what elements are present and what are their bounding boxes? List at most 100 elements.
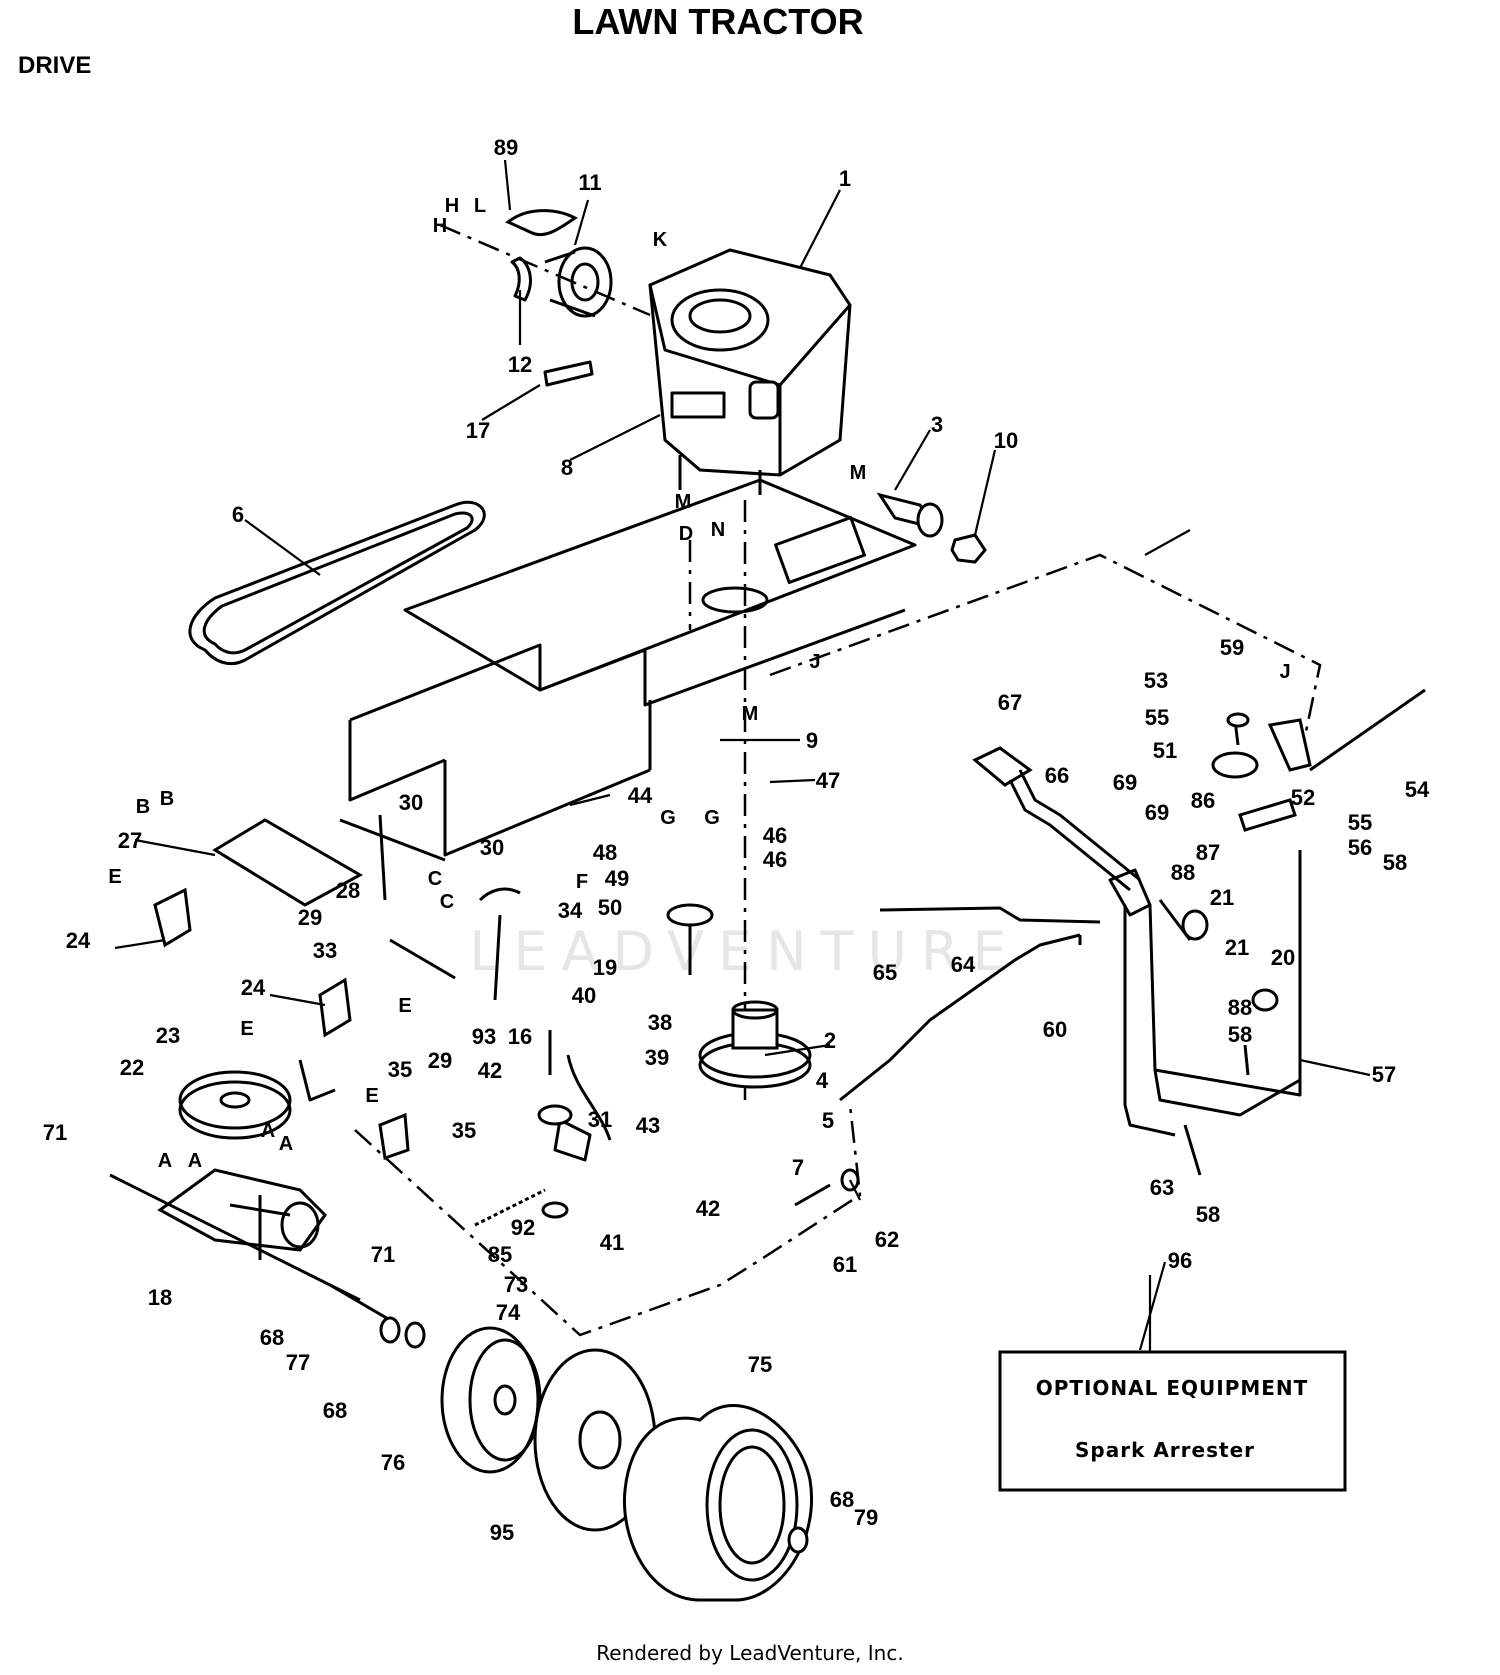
leader-lines — [114, 159, 1371, 1351]
pulley-part — [178, 1070, 292, 1140]
callout-label: 8 — [561, 455, 573, 480]
callout-label: 49 — [605, 866, 629, 891]
callout-label: 58 — [1228, 1022, 1252, 1047]
callout-label: 34 — [558, 898, 583, 923]
callout-label: 89 — [494, 135, 518, 160]
callout-label: M — [850, 462, 867, 484]
nut-part — [950, 533, 987, 564]
callout-label: 51 — [1153, 738, 1177, 763]
callout-label: 28 — [336, 878, 360, 903]
watermark-text: LEADVENTURE — [469, 920, 1020, 983]
callout-label: 73 — [504, 1272, 528, 1297]
callout-label: 6 — [232, 502, 244, 527]
callout-label: 40 — [572, 983, 596, 1008]
bolt-part — [1183, 1124, 1202, 1176]
callout-label: 27 — [118, 828, 142, 853]
callout-label: 50 — [598, 895, 622, 920]
callout-label: 47 — [816, 768, 840, 793]
pedal-part — [972, 746, 1141, 892]
callout-label: 52 — [1291, 785, 1315, 810]
callout-label: 53 — [1144, 668, 1168, 693]
callout-label: 86 — [1191, 788, 1215, 813]
callout-label: 35 — [388, 1057, 412, 1082]
callout-label: N — [711, 519, 725, 541]
callout-label: 4 — [816, 1068, 829, 1093]
callout-label: 63 — [1150, 1175, 1174, 1200]
callout-label: 93 — [472, 1024, 496, 1049]
callout-label: 24 — [241, 975, 266, 1000]
page-title: LAWN TRACTOR — [572, 1, 863, 42]
pulley-part — [666, 903, 714, 927]
callout-label: 59 — [1220, 635, 1244, 660]
callout-label: G — [660, 807, 676, 829]
callout-label: A — [261, 1120, 275, 1142]
link-part — [493, 914, 502, 1001]
callout-label: 75 — [748, 1352, 772, 1377]
callout-label: 96 — [1168, 1248, 1192, 1273]
callout-label: J — [1279, 661, 1290, 683]
callout-label: 10 — [994, 428, 1018, 453]
decal-part — [543, 360, 594, 387]
spring-part — [794, 1183, 831, 1207]
callout-label: 88 — [1171, 860, 1195, 885]
callout-label: A — [188, 1150, 202, 1172]
callout-label: M — [742, 703, 759, 725]
callout-label: 30 — [480, 835, 504, 860]
callout-label: 85 — [488, 1242, 512, 1267]
callout-label: 5 — [822, 1108, 834, 1133]
washer-part — [541, 1201, 569, 1219]
callout-label: 44 — [628, 783, 653, 808]
callout-label: 68 — [830, 1487, 854, 1512]
callout-label: 41 — [600, 1230, 624, 1255]
callout-label: F — [576, 871, 588, 893]
bracket-part — [378, 1112, 410, 1161]
callout-label: K — [653, 229, 668, 251]
bushing-part — [1211, 712, 1259, 779]
callout-label: 77 — [286, 1350, 310, 1375]
spacer-part — [876, 492, 944, 538]
callout-label: E — [398, 995, 411, 1017]
callout-label: 55 — [1145, 705, 1169, 730]
callout-label: A — [158, 1150, 172, 1172]
callout-label: 46 — [763, 847, 787, 872]
idler-arm-part — [553, 1118, 592, 1162]
callout-label: 58 — [1383, 850, 1407, 875]
optional-equipment-box: OPTIONAL EQUIPMENT Spark Arrester — [998, 1275, 1347, 1492]
callout-label: 3 — [931, 412, 943, 437]
callout-label: 57 — [1372, 1062, 1396, 1087]
callout-label: 19 — [593, 955, 617, 980]
callout-label: 55 — [1348, 810, 1372, 835]
spring-part — [474, 1188, 546, 1227]
callout-label: H — [445, 195, 459, 217]
callout-label: 48 — [593, 840, 617, 865]
callout-label: 76 — [381, 1450, 405, 1475]
washer-part — [787, 1526, 809, 1554]
callout-label: 92 — [511, 1215, 535, 1240]
engine-part — [648, 248, 852, 495]
callout-label: 68 — [260, 1325, 284, 1350]
clip-part — [318, 977, 352, 1038]
link-part — [478, 887, 521, 902]
callout-label: 56 — [1348, 835, 1372, 860]
outline-dashed — [769, 553, 1322, 761]
callout-label: 43 — [636, 1113, 660, 1138]
callout-label: 11 — [578, 170, 601, 195]
callout-label: 54 — [1405, 777, 1430, 802]
callout-label: 33 — [313, 938, 337, 963]
callout-label: 42 — [696, 1196, 720, 1221]
callout-label: 61 — [833, 1252, 857, 1277]
callout-label: E — [365, 1085, 378, 1107]
optional-heading: OPTIONAL EQUIPMENT — [1036, 1376, 1309, 1400]
callout-label: 35 — [452, 1118, 476, 1143]
callout-label: 1 — [839, 166, 851, 191]
callout-label: 18 — [148, 1285, 172, 1310]
section-label: DRIVE — [18, 52, 91, 79]
callout-label: 66 — [1045, 763, 1069, 788]
washer-part — [537, 1104, 573, 1126]
callout-label: 30 — [399, 790, 423, 815]
callout-label: 17 — [466, 418, 490, 443]
callout-label: 21 — [1225, 935, 1249, 960]
callout-label: L — [474, 195, 486, 217]
callout-label: 9 — [806, 728, 818, 753]
clip-part — [153, 887, 192, 948]
